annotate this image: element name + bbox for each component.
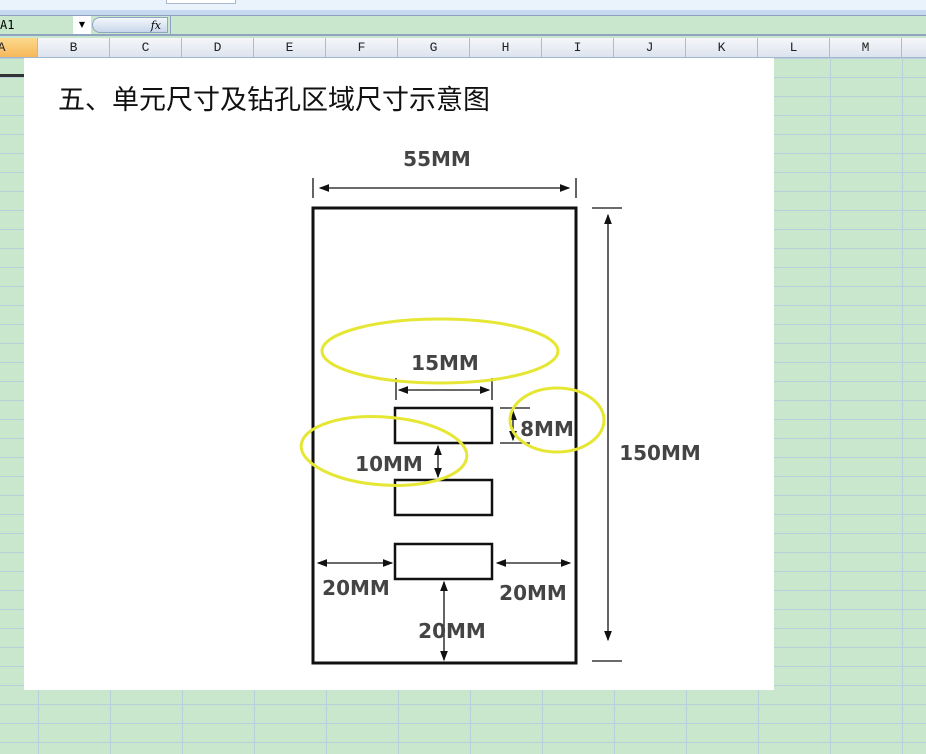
column-header-e[interactable]: E [254,38,326,57]
column-header-d[interactable]: D [182,38,254,57]
hole-height-label: 8MM [520,417,574,441]
hole-1 [393,406,494,445]
column-header-k[interactable]: K [686,38,758,57]
name-box[interactable]: A1 [0,16,72,34]
column-header-b[interactable]: B [38,38,110,57]
column-header-m[interactable]: M [830,38,902,57]
formula-bar: A1 ▼ fx [0,16,926,36]
hole-2 [393,478,494,517]
highlight-ellipse [299,415,469,487]
insert-function-button[interactable]: fx [92,17,168,33]
hole-width-label: 15MM [411,351,479,375]
picture-title: 五、单元尺寸及钻孔区域尺寸示意图 [58,85,490,116]
highlight-ellipse [508,386,606,454]
width-label: 55MM [403,147,471,171]
highlight-ellipse [320,317,560,385]
hole-3 [393,542,494,581]
embedded-picture[interactable] [24,58,774,690]
column-header-i[interactable]: I [542,38,614,57]
ribbon-edge [0,10,926,16]
right-margin-label: 20MM [499,581,567,605]
selected-row-indicator [0,74,24,77]
height-label: 150MM [619,441,701,465]
chevron-down-icon[interactable]: ▼ [73,16,91,34]
unit-outline [311,206,578,665]
left-margin-label: 20MM [322,576,390,600]
ribbon-control[interactable] [166,0,236,4]
column-header-h[interactable]: H [470,38,542,57]
column-header-c[interactable]: C [110,38,182,57]
formula-input[interactable] [170,16,926,34]
bottom-margin-label: 20MM [418,619,486,643]
column-header-f[interactable]: F [326,38,398,57]
column-header-j[interactable]: J [614,38,686,57]
column-header-a[interactable]: A [0,38,38,57]
hole-gap-label: 10MM [355,452,423,476]
column-header-g[interactable]: G [398,38,470,57]
column-header-l[interactable]: L [758,38,830,57]
